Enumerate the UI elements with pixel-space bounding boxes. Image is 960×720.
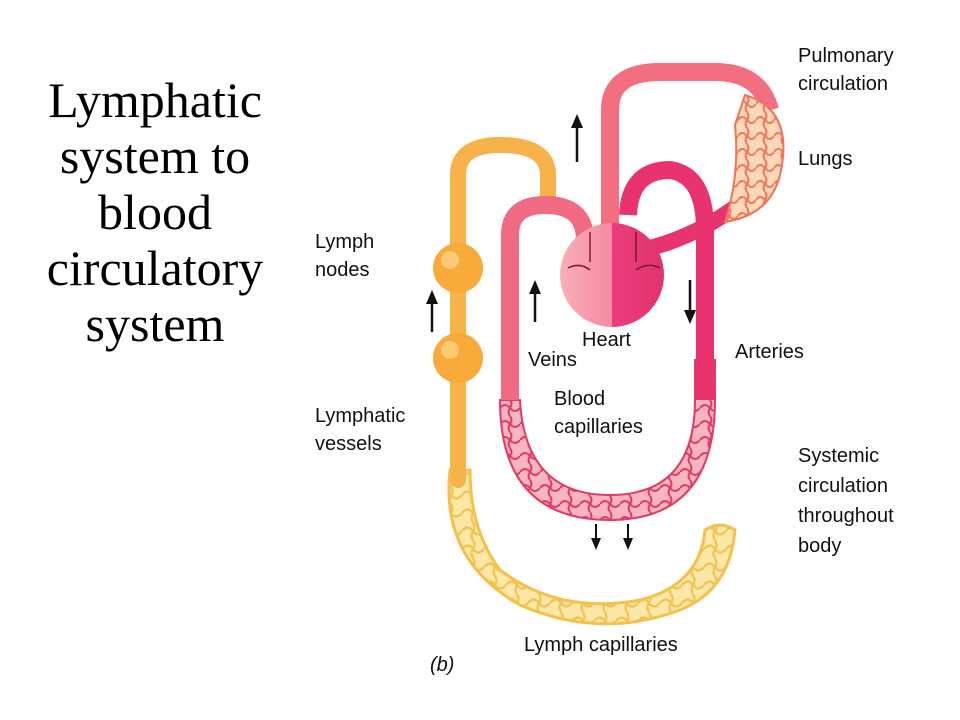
title-line: system (85, 296, 225, 352)
flow-arrow-icon (591, 524, 601, 550)
heart-shape (560, 223, 664, 327)
lymph-node (433, 333, 483, 383)
flow-arrow-icon (571, 114, 583, 162)
label-lymph-capillaries: Lymph capillaries (524, 634, 678, 656)
label-blood-capillaries: Blood (554, 388, 605, 410)
label-panel-b: (b) (430, 654, 454, 676)
label-systemic-circulation: throughout (798, 505, 894, 527)
label-heart: Heart (582, 329, 631, 351)
label-veins: Veins (528, 349, 577, 371)
title-line: circulatory (46, 240, 264, 296)
flow-arrow-icon (623, 524, 633, 550)
pulmonary-vein (601, 63, 779, 240)
slide-title: Lymphatic system to blood circulatory sy… (10, 72, 300, 352)
label-lymph-nodes: Lymph (315, 231, 374, 253)
label-systemic-circulation: Systemic (798, 445, 879, 467)
title-line: Lymphatic (48, 72, 262, 128)
label-pulmonary-circulation: circulation (798, 73, 888, 95)
title-line: blood (98, 184, 212, 240)
label-lungs: Lungs (798, 148, 853, 170)
label-pulmonary-circulation: Pulmonary (798, 45, 894, 67)
flow-arrow-icon (684, 280, 696, 324)
lymphatic-vessel (450, 136, 556, 488)
title-line: system to (59, 128, 251, 184)
label-arteries: Arteries (735, 341, 804, 363)
artery (619, 160, 714, 400)
label-systemic-circulation: body (798, 535, 841, 557)
lymph-node (433, 243, 483, 293)
label-lymph-nodes: nodes (315, 259, 370, 281)
label-blood-capillaries: capillaries (554, 416, 643, 438)
vein (501, 195, 594, 400)
flow-arrow-icon (529, 280, 541, 322)
flow-arrow-icon (426, 290, 438, 332)
lymph-capillary-network (447, 468, 737, 626)
systemic-capillary-bed (498, 359, 716, 522)
label-systemic-circulation: circulation (798, 475, 888, 497)
label-lymphatic-vessels: Lymphatic (315, 405, 405, 427)
label-lymphatic-vessels: vessels (315, 433, 382, 455)
lungs-capillary-bed (723, 93, 785, 224)
